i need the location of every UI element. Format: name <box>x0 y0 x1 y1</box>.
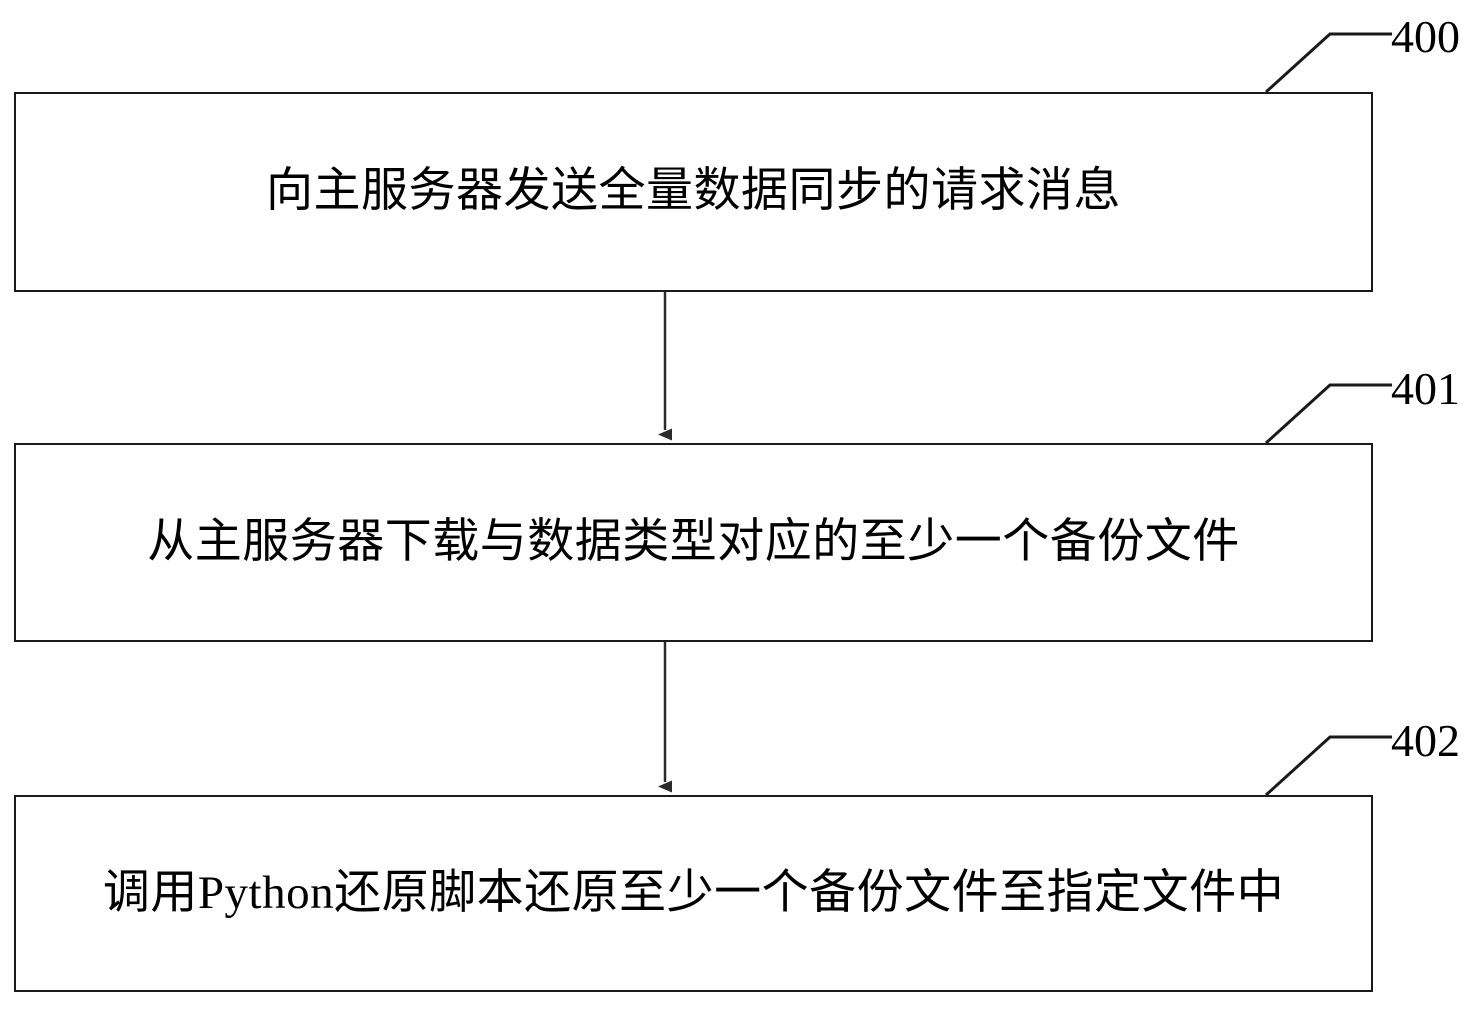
step-400-label: 向主服务器发送全量数据同步的请求消息 <box>266 165 1121 218</box>
step-401-label: 从主服务器下载与数据类型对应的至少一个备份文件 <box>147 515 1240 568</box>
reference-numeral-401: 401 <box>1391 363 1460 414</box>
reference-numeral-400: 400 <box>1391 11 1460 62</box>
flowchart-step-402: 调用Python还原脚本还原至少一个备份文件至指定文件中 <box>14 795 1373 992</box>
reference-numeral-402: 402 <box>1391 715 1460 766</box>
flowchart-step-400: 向主服务器发送全量数据同步的请求消息 <box>14 92 1373 292</box>
leader-line-401 <box>1264 383 1392 445</box>
leader-line-400 <box>1264 32 1392 94</box>
leader-line-402 <box>1264 735 1392 797</box>
step-402-label: 调用Python还原脚本还原至少一个备份文件至指定文件中 <box>102 866 1285 919</box>
flowchart-step-401: 从主服务器下载与数据类型对应的至少一个备份文件 <box>14 443 1373 642</box>
